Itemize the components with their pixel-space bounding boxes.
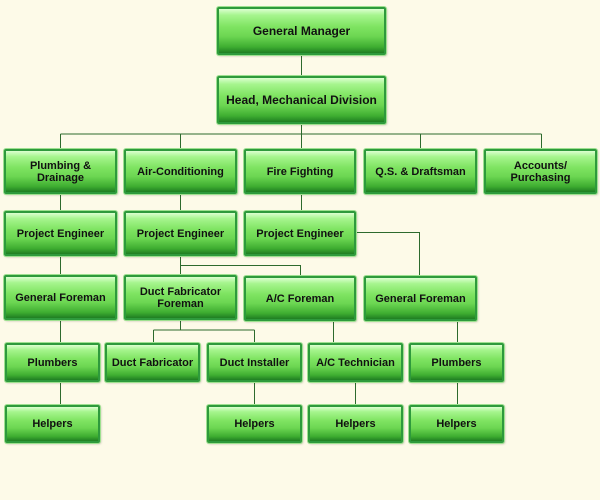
node-duct-installer: Duct Installer xyxy=(207,343,302,382)
node-helpers-fire: Helpers xyxy=(409,405,504,443)
node-ac-technician: A/C Technician xyxy=(308,343,403,382)
connector-ductforeman-workers xyxy=(153,320,255,343)
node-plumbers-fire: Plumbers xyxy=(409,343,504,382)
connector-pe3-gf2 xyxy=(355,232,420,276)
connector-pe2-foremen xyxy=(180,256,301,276)
node-accounts-purchasing: Accounts/ Purchasing xyxy=(484,149,597,194)
node-duct-fabricator: Duct Fabricator xyxy=(105,343,200,382)
connector-head-departments xyxy=(60,124,542,149)
node-ac-foreman: A/C Foreman xyxy=(244,276,356,321)
node-head-mechanical-division: Head, Mechanical Division xyxy=(217,76,386,124)
node-project-engineer-aircon: Project Engineer xyxy=(124,211,237,256)
node-project-engineer-fire: Project Engineer xyxy=(244,211,356,256)
node-helpers-duct-installer: Helpers xyxy=(207,405,302,443)
node-project-engineer-plumbing: Project Engineer xyxy=(4,211,117,256)
node-general-foreman-plumbing: General Foreman xyxy=(4,275,117,320)
node-helpers-ac-technician: Helpers xyxy=(308,405,403,443)
node-duct-fabricator-foreman: Duct Fabricator Foreman xyxy=(124,275,237,320)
node-qs-draftsman: Q.S. & Draftsman xyxy=(364,149,477,194)
node-general-foreman-fire: General Foreman xyxy=(364,276,477,321)
node-air-conditioning: Air-Conditioning xyxy=(124,149,237,194)
node-plumbing-drainage: Plumbing & Drainage xyxy=(4,149,117,194)
node-fire-fighting: Fire Fighting xyxy=(244,149,356,194)
node-general-manager: General Manager xyxy=(217,7,386,55)
node-helpers-plumbing: Helpers xyxy=(5,405,100,443)
node-plumbers-plumbing: Plumbers xyxy=(5,343,100,382)
